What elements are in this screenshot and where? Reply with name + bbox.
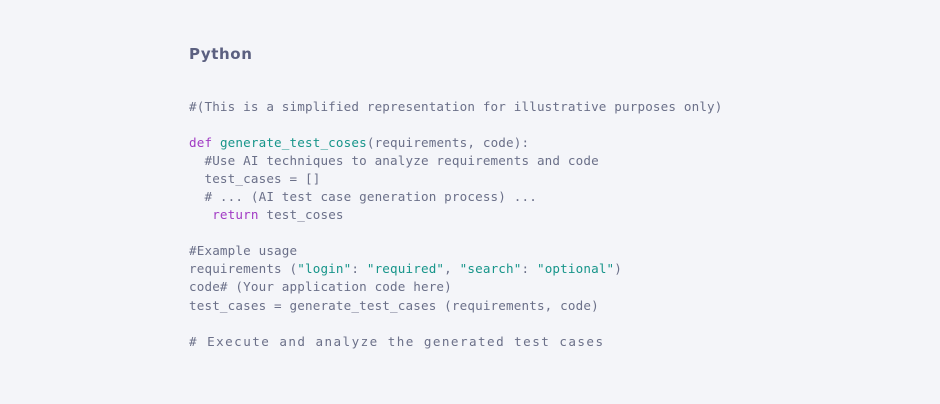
- line-10-requirements: requirements ("login": "required", "sear…: [189, 260, 940, 278]
- token-plain: ,: [444, 261, 460, 277]
- line-12-call: test_cases = generate_test_cases (requir…: [189, 297, 940, 315]
- code-block: #(This is a simplified representation fo…: [189, 98, 940, 351]
- token-plain: (requirements, code):: [366, 135, 530, 151]
- token-plain: :: [351, 261, 367, 277]
- token-string: "optional": [536, 261, 615, 277]
- token-keyword: def: [189, 135, 213, 151]
- token-func: generate_test_coses: [219, 135, 367, 151]
- token-plain: :: [521, 261, 537, 277]
- token-string: "login": [297, 261, 352, 277]
- token-comment: #Example usage: [189, 243, 298, 259]
- token-plain: test_coses: [258, 207, 344, 223]
- line-1-comment-header: #(This is a simplified representation fo…: [189, 98, 940, 116]
- token-string: "search": [459, 261, 522, 277]
- line-11-code-comment: code# (Your application code here): [189, 278, 940, 296]
- line-9-comment-example: #Example usage: [189, 242, 940, 260]
- token-plain: [212, 135, 220, 150]
- token-comment: # Execute and analyze the generated test…: [189, 333, 605, 349]
- token-comment: #(This is a simplified representation fo…: [189, 99, 723, 114]
- line-4-comment-use-ai: #Use AI techniques to analyze requiremen…: [189, 152, 940, 170]
- token-plain: test_cases = generate_test_cases (requir…: [189, 297, 599, 313]
- line-5-testcases-init: test_cases = []: [189, 170, 940, 188]
- token-comment: code# (Your application code here): [189, 279, 452, 295]
- line-3-def: def generate_test_coses(requirements, co…: [189, 134, 940, 152]
- line-7-return: return test_coses: [189, 206, 940, 224]
- line-13-blank: [189, 315, 940, 333]
- token-string: "required": [366, 261, 445, 277]
- token-plain: ): [614, 261, 623, 277]
- token-comment: # ... (AI test case generation process) …: [189, 189, 537, 205]
- token-plain: [189, 207, 212, 222]
- token-keyword: return: [212, 207, 259, 223]
- token-plain: test_cases = []: [189, 171, 321, 187]
- language-label: Python: [189, 45, 253, 63]
- token-comment: #Use AI techniques to analyze requiremen…: [189, 153, 599, 169]
- token-plain: requirements (: [189, 261, 298, 277]
- line-14-comment-execute: # Execute and analyze the generated test…: [189, 333, 940, 351]
- line-8-blank: [189, 224, 940, 242]
- line-2-blank: [189, 116, 940, 134]
- line-6-comment-generation: # ... (AI test case generation process) …: [189, 188, 940, 206]
